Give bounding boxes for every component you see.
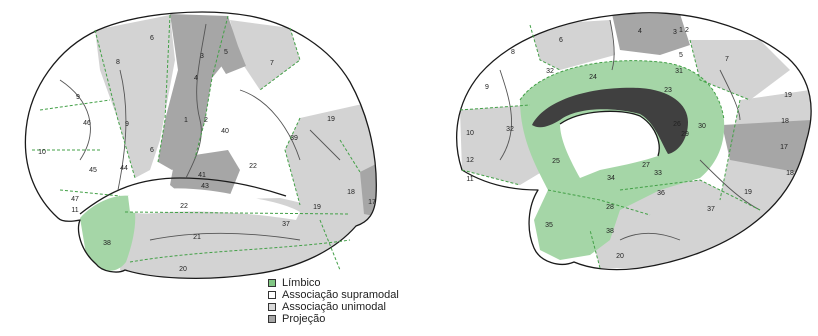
area-label: 45 (89, 167, 97, 174)
area-label: 9 (125, 121, 129, 128)
area-label: 5 (679, 52, 683, 59)
area-label: 10 (466, 130, 474, 137)
area-label: 41 (198, 172, 206, 179)
area-label: 11 (466, 176, 473, 183)
area-label: 2 (685, 27, 689, 34)
legend-label: Associação unimodal (282, 301, 386, 313)
lateral-hemisphere: 6 3 5 7 8 4 9 1 2 40 46 9 39 19 10 6 44 … (0, 0, 400, 300)
area-label: 4 (638, 28, 642, 35)
area-label: 12 (466, 157, 474, 164)
area-label: 47 (71, 196, 79, 203)
area-label: 46 (83, 120, 91, 127)
legend-item-limbic: Límbico (268, 277, 399, 289)
area-label: 19 (744, 189, 752, 196)
legend-swatch (268, 279, 276, 287)
area-label: 8 (116, 59, 120, 66)
area-label: 7 (725, 56, 729, 63)
legend-label: Límbico (282, 277, 321, 289)
area-label: 32 (546, 68, 554, 75)
area-label: 38 (103, 240, 111, 247)
area-label: 3 (200, 53, 204, 60)
area-label: 11 (71, 207, 78, 214)
area-label: 18 (781, 118, 789, 125)
area-label: 6 (559, 37, 563, 44)
legend-item-unimodal: Associação unimodal (268, 301, 399, 313)
area-label: 24 (589, 74, 597, 81)
area-label: 17 (780, 144, 788, 151)
area-label: 8 (511, 49, 515, 56)
legend-label: Associação supramodal (282, 289, 399, 301)
legend-swatch (268, 291, 276, 299)
medial-hemisphere: 8 6 4 3 1 2 5 32 24 31 7 9 23 19 18 10 3… (440, 0, 818, 300)
area-label: 29 (681, 131, 689, 138)
area-label: 38 (606, 228, 614, 235)
area-label: 43 (201, 183, 209, 190)
area-label: 23 (664, 87, 672, 94)
legend-item-supramodal: Associação supramodal (268, 289, 399, 301)
area-label: 3 (673, 29, 677, 36)
area-label: 22 (249, 163, 257, 170)
area-label: 27 (642, 162, 650, 169)
area-label: 35 (545, 222, 553, 229)
area-label: 40 (221, 128, 229, 135)
area-label: 19 (313, 204, 321, 211)
area-label: 28 (606, 204, 614, 211)
area-label: 36 (657, 190, 665, 197)
area-label: 18 (347, 189, 355, 196)
area-label: 9 (76, 94, 80, 101)
legend-swatch (268, 315, 276, 323)
area-label: 26 (673, 121, 681, 128)
area-label: 32 (506, 126, 514, 133)
area-label: 17 (368, 199, 376, 206)
area-label: 1 (679, 27, 683, 34)
area-label: 44 (120, 165, 128, 172)
area-label: 4 (194, 75, 198, 82)
area-label: 2 (204, 117, 208, 124)
area-label: 30 (698, 123, 706, 130)
legend-item-projection: Projeção (268, 313, 399, 325)
area-label: 1 (184, 117, 188, 124)
area-label: 25 (552, 158, 560, 165)
area-label: 6 (150, 35, 154, 42)
legend-swatch (268, 303, 276, 311)
area-label: 19 (327, 116, 335, 123)
area-label: 34 (607, 175, 615, 182)
area-label: 39 (290, 135, 298, 142)
area-label: 5 (224, 49, 228, 56)
area-label: 31 (675, 68, 683, 75)
area-label: 9 (485, 84, 489, 91)
area-label: 37 (282, 221, 290, 228)
legend-label: Projeção (282, 313, 325, 325)
area-label: 33 (654, 170, 662, 177)
area-label: 6 (150, 147, 154, 154)
area-label: 20 (616, 253, 624, 260)
area-label: 19 (784, 92, 792, 99)
area-label: 37 (707, 206, 715, 213)
area-label: 18 (786, 170, 794, 177)
legend: Límbico Associação supramodal Associação… (268, 277, 399, 325)
area-label: 20 (179, 266, 187, 273)
area-label: 22 (180, 203, 188, 210)
area-label: 10 (38, 149, 46, 156)
area-label: 21 (193, 234, 201, 241)
area-label: 7 (270, 60, 274, 67)
